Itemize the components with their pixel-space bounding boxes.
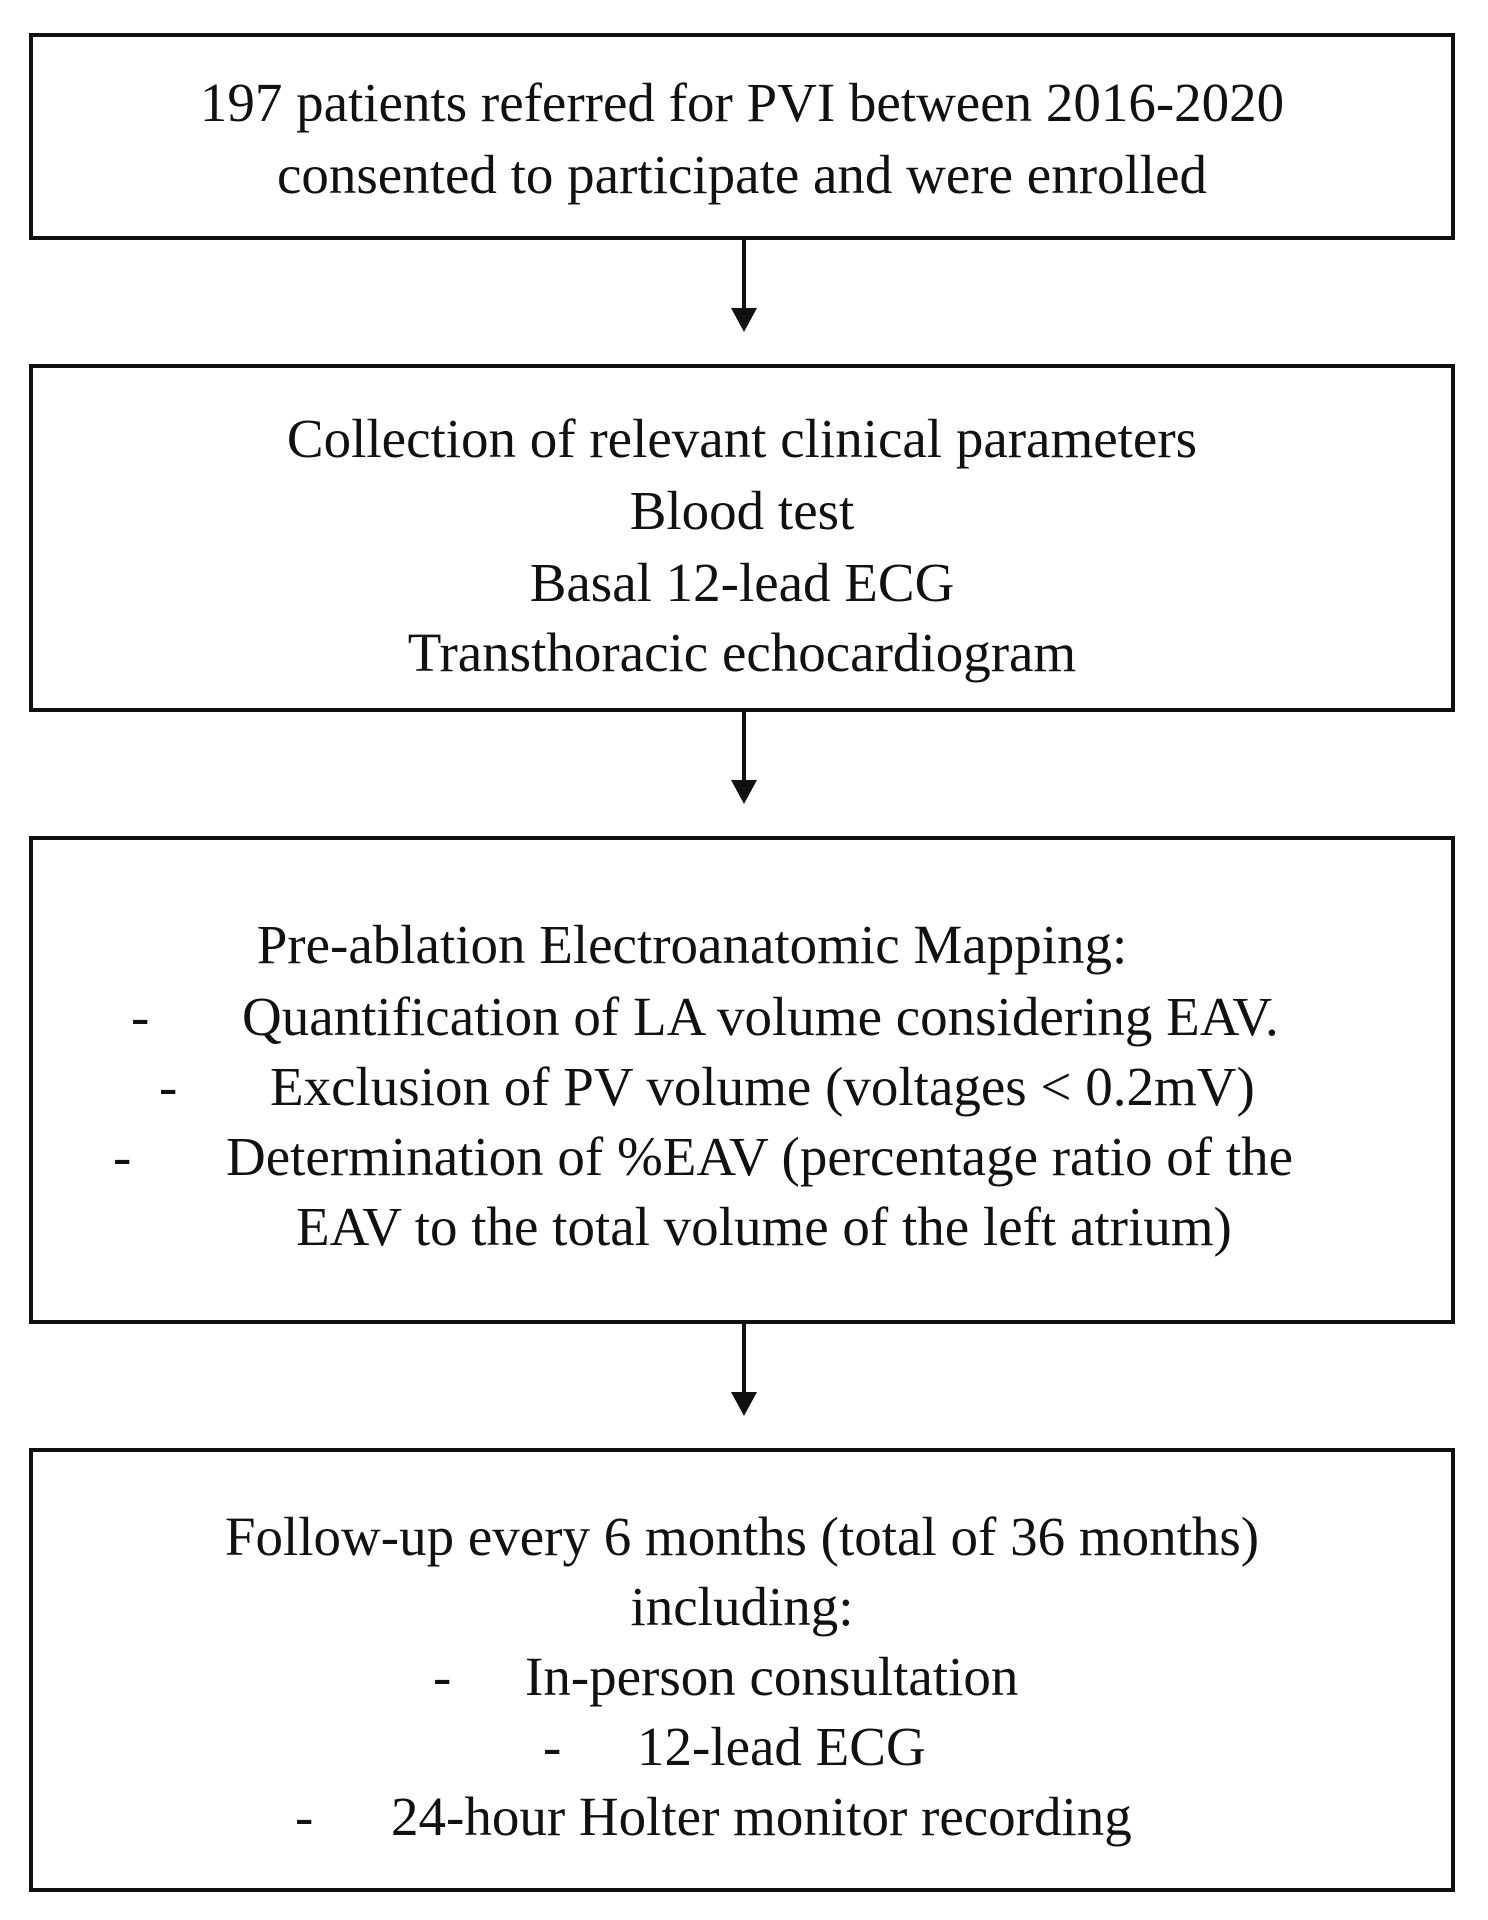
follow-up-bullet-1: In-person consultation — [525, 1646, 1019, 1707]
mapping-heading: Pre-ablation Electroanatomic Mapping: — [256, 914, 1128, 975]
follow-up-bullet-3: 24-hour Holter monitor recording — [391, 1786, 1132, 1847]
mapping-bullet-3: Determination of %EAV (percentage ratio … — [226, 1126, 1294, 1187]
bullet-marker: - — [159, 1056, 178, 1117]
bullet-marker: - — [433, 1646, 452, 1707]
follow-up-heading-line-2: including: — [630, 1576, 854, 1637]
flow-step-baseline-assessment: Collection of relevant clinical paramete… — [29, 364, 1455, 712]
baseline-line-3: Basal 12-lead ECG — [529, 552, 955, 613]
bullet-marker: - — [113, 1126, 132, 1187]
mapping-bullet-1: Quantification of LA volume considering … — [242, 986, 1279, 1047]
mapping-bullet-3-continued: EAV to the total volume of the left atri… — [296, 1196, 1232, 1257]
flow-arrow-3 — [731, 1324, 757, 1416]
follow-up-bullet-2: 12-lead ECG — [637, 1716, 926, 1777]
flow-arrow-2 — [731, 712, 757, 804]
bullet-marker: - — [295, 1786, 314, 1847]
follow-up-heading-line-1: Follow-up every 6 months (total of 36 mo… — [224, 1506, 1260, 1567]
bullet-marker: - — [131, 986, 150, 1047]
bullet-marker: - — [543, 1716, 562, 1777]
flow-step-follow-up: Follow-up every 6 months (total of 36 mo… — [29, 1448, 1455, 1892]
enrollment-line-1: 197 patients referred for PVI between 20… — [199, 72, 1285, 133]
baseline-line-2: Blood test — [629, 480, 855, 541]
flow-step-enrollment: 197 patients referred for PVI between 20… — [29, 33, 1455, 240]
flow-arrow-1 — [731, 240, 757, 332]
enrollment-line-2: consented to participate and were enroll… — [276, 144, 1207, 205]
baseline-line-1: Collection of relevant clinical paramete… — [286, 408, 1198, 469]
mapping-bullet-2: Exclusion of PV volume (voltages < 0.2mV… — [270, 1056, 1255, 1117]
baseline-line-4: Transthoracic echocardiogram — [407, 622, 1077, 683]
flow-step-mapping: Pre-ablation Electroanatomic Mapping: - … — [29, 836, 1455, 1324]
